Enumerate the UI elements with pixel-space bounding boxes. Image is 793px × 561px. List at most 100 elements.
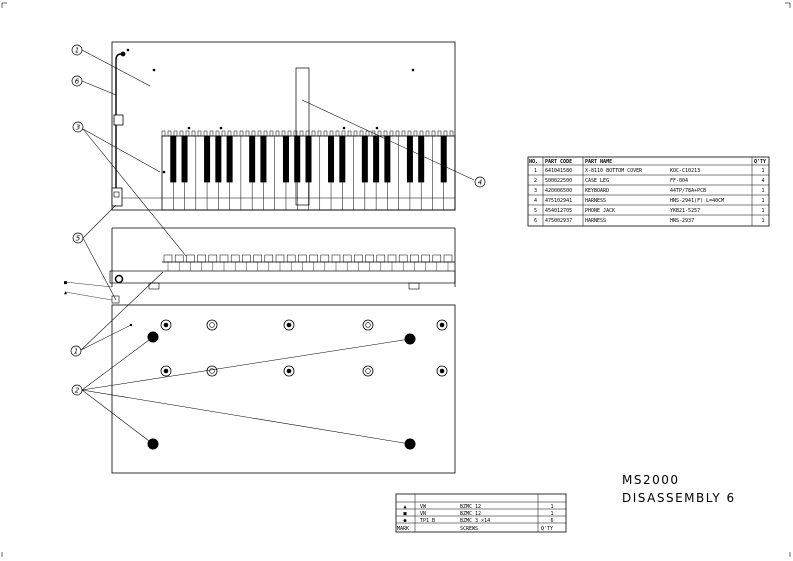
svg-text:KEYBOARD: KEYBOARD — [585, 188, 609, 194]
keyboard-comb-tooth — [161, 130, 166, 137]
key-profile — [443, 254, 453, 263]
col-header-part-name: PART NAME — [585, 159, 612, 165]
keyboard-comb-tooth — [293, 130, 298, 137]
key-profile — [410, 254, 419, 263]
col-header-mark: MARK — [397, 526, 409, 532]
screw-holes — [160, 319, 448, 377]
keyboard-comb-tooth — [173, 130, 178, 137]
svg-text:5: 5 — [534, 208, 537, 214]
black-key — [294, 135, 301, 183]
callout-balloon-1-top: 1 — [71, 44, 83, 56]
keyboard-comb-tooth — [323, 130, 328, 137]
svg-text:641041580: 641041580 — [545, 168, 572, 174]
black-key — [181, 135, 188, 183]
key-profile — [320, 254, 330, 263]
svg-text:4: 4 — [761, 178, 764, 184]
table-row: 6 475002937 HARNESS HNS-2937 1 — [534, 218, 765, 224]
key-profile — [421, 254, 430, 263]
key-profile — [242, 254, 251, 263]
keyboard-comb-tooth — [335, 130, 340, 137]
keyboard-comb-tooth — [227, 130, 232, 137]
key-profile — [298, 254, 307, 263]
black-key — [440, 135, 447, 183]
svg-text:6: 6 — [550, 518, 553, 524]
svg-text:1: 1 — [550, 511, 553, 517]
svg-text:475002937: 475002937 — [545, 218, 572, 224]
screw-hole — [283, 319, 295, 331]
table-row: 4 475102941 HARNESS HNS-2941(F) L=40CM 1 — [534, 198, 765, 204]
key-profile — [253, 254, 262, 263]
svg-text:4: 4 — [534, 198, 537, 204]
keyboard-comb-tooth — [305, 130, 310, 137]
svg-text:FF-004: FF-004 — [670, 178, 688, 184]
black-key — [215, 135, 222, 183]
black-key — [282, 135, 289, 183]
svg-text:1: 1 — [761, 188, 764, 194]
key-profile — [264, 254, 274, 263]
svg-text:500022500: 500022500 — [545, 178, 572, 184]
svg-text:4: 4 — [478, 179, 482, 187]
screw-hole — [436, 319, 448, 331]
black-key — [249, 135, 256, 183]
keyboard-comb-tooth — [239, 130, 244, 137]
case-legs — [147, 331, 416, 450]
square-screw-mark: ■ — [64, 280, 67, 286]
keyboard-comb-tooth — [311, 130, 316, 137]
bottom-cover-outline — [111, 41, 456, 211]
col-header-part-code: PART CODE — [545, 159, 572, 165]
key-profile — [398, 254, 408, 263]
key-profile — [331, 254, 341, 263]
col-header-no: NO. — [529, 159, 538, 165]
key-profile — [286, 254, 296, 263]
black-key — [328, 135, 335, 183]
svg-text:PHONE JACK: PHONE JACK — [585, 208, 615, 214]
screw-hole — [160, 319, 172, 331]
screw-row: ▲ VW BZMC 12 1 — [403, 504, 553, 510]
svg-text:▲: ▲ — [403, 504, 406, 510]
model-name: MS2000 — [622, 473, 680, 487]
svg-text:5: 5 — [76, 235, 81, 243]
svg-text:1: 1 — [75, 47, 79, 55]
keyboard-comb-tooth — [353, 130, 358, 137]
black-key — [406, 135, 413, 183]
screw-row: ● TP1 B BZMC 3 ×14 6 — [403, 518, 553, 524]
svg-text:1: 1 — [74, 348, 78, 356]
callout-balloon-1-bottom: 1 — [70, 345, 82, 357]
svg-text:X-8110 BOTTOM COVER: X-8110 BOTTOM COVER — [585, 168, 643, 174]
col-header-screws: SCREWS — [460, 526, 478, 532]
svg-text:HNS-2937: HNS-2937 — [670, 218, 694, 224]
keyboard-comb-tooth — [347, 130, 352, 137]
svg-text:6: 6 — [534, 218, 537, 224]
keyboard-comb-tooth — [401, 130, 406, 137]
svg-text:VN: VN — [420, 511, 426, 517]
key-profile — [387, 254, 397, 263]
svg-text:2: 2 — [534, 178, 537, 184]
cover-screw-holes — [126, 48, 415, 174]
screws-table: ▲ VW BZMC 12 1 ■ VN BZMC 12 1 ● TP1 B BZ… — [395, 493, 567, 533]
screw-hole — [362, 365, 374, 377]
bottom-view-assembly — [111, 304, 456, 474]
screw-hole — [436, 365, 448, 377]
screw-row: ■ VN BZMC 12 1 — [403, 511, 553, 517]
keyboard-comb-tooth — [383, 130, 388, 137]
black-key — [260, 135, 267, 183]
keyboard-comb-tooth — [197, 130, 202, 137]
key-profile — [186, 254, 195, 263]
key-profile — [376, 254, 386, 263]
key-profile — [342, 254, 352, 263]
col-header-screw-qty: Q'TY — [541, 526, 553, 532]
key-profile — [230, 254, 240, 263]
svg-text:3: 3 — [534, 188, 537, 194]
keyboard-comb-tooth — [251, 130, 256, 137]
svg-text:HARNESS: HARNESS — [585, 218, 606, 224]
keyboard-comb-tooth — [245, 130, 250, 137]
keyboard-comb-tooth — [287, 130, 292, 137]
black-key — [305, 135, 312, 183]
svg-text:1: 1 — [550, 504, 553, 510]
screw-hole — [362, 319, 374, 331]
svg-text:1: 1 — [761, 218, 764, 224]
key-profile — [432, 254, 442, 263]
svg-text:2: 2 — [75, 387, 80, 395]
keyboard-comb-tooth — [299, 130, 304, 137]
keyboard-comb-tooth — [341, 130, 346, 137]
